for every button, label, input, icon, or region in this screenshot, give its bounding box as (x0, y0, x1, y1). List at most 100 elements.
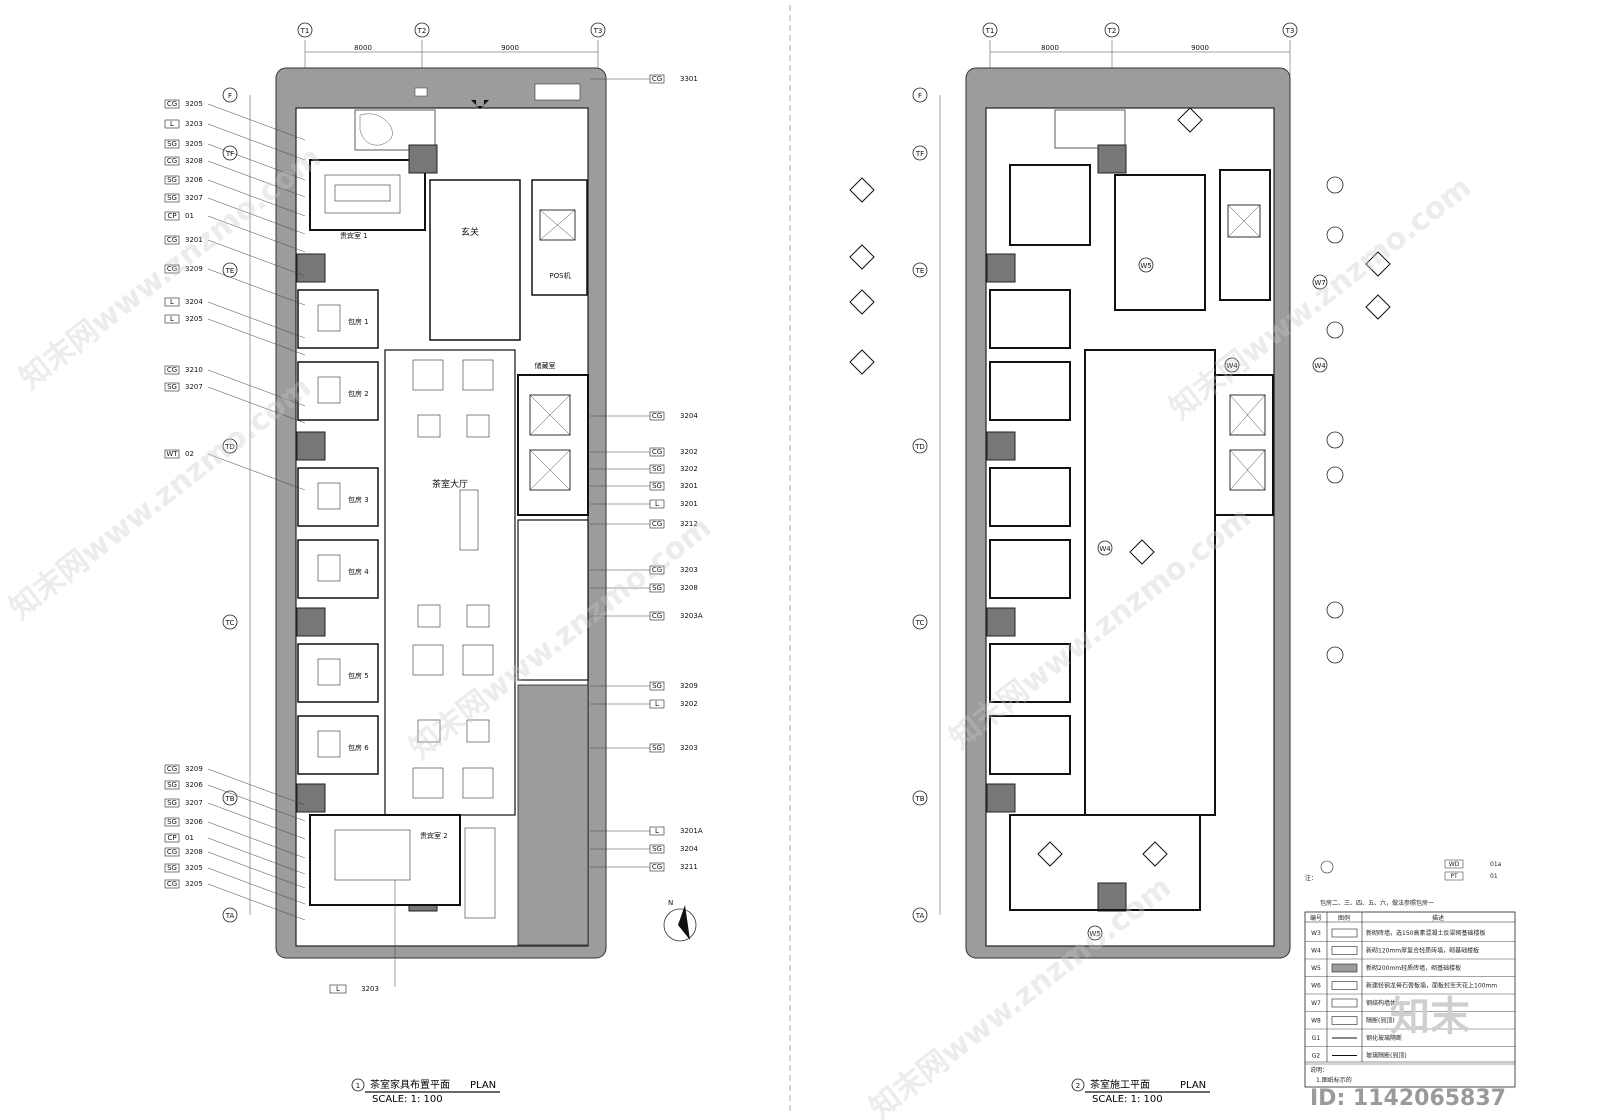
right-plan-title-text: 茶室施工平面 (1090, 1078, 1150, 1091)
legend-note-1: 1.图纸标示的 (1316, 1076, 1352, 1084)
r-wall-tags: W5 W7 W4 W4 W5 W4 (1087, 257, 1328, 941)
axis-bubble-tc (222, 614, 238, 630)
right-tag-num: 3208 (680, 584, 698, 592)
axis-bubble-t1 (297, 22, 313, 38)
vip-room-2-label: 贵宾室 2 (420, 831, 448, 840)
left-plan-title-text: 茶室家具布置平面 (370, 1078, 450, 1091)
axis-label-t3: T3 (593, 27, 603, 35)
wall-tag-2: W7 (1314, 279, 1325, 287)
right-tag-code: SG (652, 465, 662, 473)
box-room-5-label: 包房 5 (348, 671, 369, 680)
legend-code: W8 (1311, 1018, 1321, 1025)
right-plan-number: 2 (1076, 1082, 1080, 1090)
dim-8000: 8000 (354, 44, 372, 52)
left-tag-code: SG (167, 140, 177, 148)
left-tag-code: SG (167, 781, 177, 789)
bottom-tag-code: L (336, 985, 340, 993)
legend-code: W3 (1311, 930, 1321, 937)
legend-desc: 钢结构墙体 (1366, 999, 1396, 1007)
legend-desc: 钢化玻璃隔断 (1366, 1034, 1402, 1042)
left-tag-num: 3206 (185, 818, 203, 826)
right-tag-code: CG (652, 566, 662, 574)
legend-desc: 新砌200mm轻质砖墙，砌基础楼板 (1366, 964, 1461, 972)
legend-head-sample: 图例 (1338, 914, 1350, 922)
r-axis-label-td: TD (914, 443, 925, 451)
right-tag-num: 3201A (680, 827, 703, 835)
left-tag-num: 3205 (185, 100, 203, 108)
right-tag-code: L (655, 827, 659, 835)
tea-hall-label: 茶室大厅 (432, 478, 468, 490)
right-tag-num: 3203 (680, 744, 698, 752)
left-tag-num: 3207 (185, 799, 203, 807)
right-tag-code: L (655, 500, 659, 508)
left-row-axes: F TF TE TD TC TB TA (222, 87, 251, 923)
axis-bubble-tf (222, 145, 238, 161)
right-tag-code: CG (652, 520, 662, 528)
left-tag-code: SG (167, 818, 177, 826)
right-plan-title: 2 茶室施工平面 PLAN SCALE: 1: 100 (1071, 1078, 1210, 1105)
right-tag-num: 3204 (680, 412, 698, 420)
right-tag-num: 3211 (680, 863, 698, 871)
right-plan-scale: SCALE: 1: 100 (1092, 1094, 1163, 1105)
left-tag-code: CG (167, 366, 177, 374)
left-tag-code: L (170, 120, 174, 128)
left-tag-code: CG (167, 880, 177, 888)
right-tag-code: CG (652, 612, 662, 620)
right-tag-num: 3202 (680, 465, 698, 473)
legend-desc: 玻璃隔断(到顶) (1366, 1052, 1407, 1060)
right-tag-code: SG (652, 584, 662, 592)
left-column-axes: T1 T2 T3 8000 9000 (297, 22, 606, 75)
left-tag-num: 01 (185, 834, 194, 842)
right-tag-num: 3203A (680, 612, 703, 620)
r-axis-label-ta: TA (915, 912, 925, 920)
axis-label-td: TD (224, 443, 235, 451)
legend-tag-pt-code: PT (1450, 873, 1458, 880)
axis-bubble-ta (222, 907, 238, 923)
legend-desc: 新砌砖墙，选150高素混凝土反梁砌基础楼板 (1366, 929, 1485, 937)
axis-bubble-td (222, 438, 238, 454)
axis-bubble-t3 (590, 22, 606, 38)
right-tag-code: SG (652, 482, 662, 490)
right-row-axes: F TF TE TD TC TB TA (912, 87, 941, 923)
wall-tag-3: W4 (1314, 362, 1326, 370)
left-tag-code: CG (167, 236, 177, 244)
r-axis-label-t2: T2 (1107, 27, 1117, 35)
legend-note-label: 注： (1305, 874, 1317, 882)
legend-code: W7 (1311, 1000, 1321, 1007)
left-tag-num: 3205 (185, 864, 203, 872)
left-tag-num: 3205 (185, 315, 203, 323)
left-tag-num: 3203 (185, 120, 203, 128)
image-id: ID: 1142065837 (1310, 1086, 1506, 1111)
legend-code: W6 (1311, 983, 1321, 990)
left-tag-code: L (170, 315, 174, 323)
legend-code: G1 (1312, 1035, 1321, 1042)
left-tag-code: L (170, 298, 174, 306)
right-tag-num: 3209 (680, 682, 698, 690)
axis-bubble-t2 (414, 22, 430, 38)
legend-tag-wd-code: WD (1449, 861, 1460, 868)
box-room-4-label: 包房 4 (348, 567, 369, 576)
left-tag-num: 3208 (185, 157, 203, 165)
right-tag-num: 3212 (680, 520, 698, 528)
wall-tag-1: W5 (1140, 262, 1151, 270)
r-axis-label-tb: TB (914, 795, 924, 803)
compass-label: N (668, 899, 673, 907)
right-plan-title-en: PLAN (1180, 1080, 1206, 1091)
legend-notes-title: 说明： (1310, 1066, 1328, 1074)
legend-note-text: 包房二、三、四、五、六，做法参照包房一 (1320, 899, 1434, 907)
left-tag-num: 3201 (185, 236, 203, 244)
legend-code: W4 (1311, 948, 1321, 955)
right-tag-code: SG (652, 845, 662, 853)
right-tag-num: 3201 (680, 500, 698, 508)
box-room-6-label: 包房 6 (348, 743, 369, 752)
axis-label-tf: TF (225, 150, 234, 158)
left-tag-code: CG (167, 848, 177, 856)
left-tag-code: CP (167, 834, 176, 842)
right-tag-num: 3204 (680, 845, 698, 853)
left-tag-code: SG (167, 176, 177, 184)
right-construction-plan: T1 T2 T3 8000 9000 F TF TE TD TC TB TA (849, 22, 1516, 1105)
